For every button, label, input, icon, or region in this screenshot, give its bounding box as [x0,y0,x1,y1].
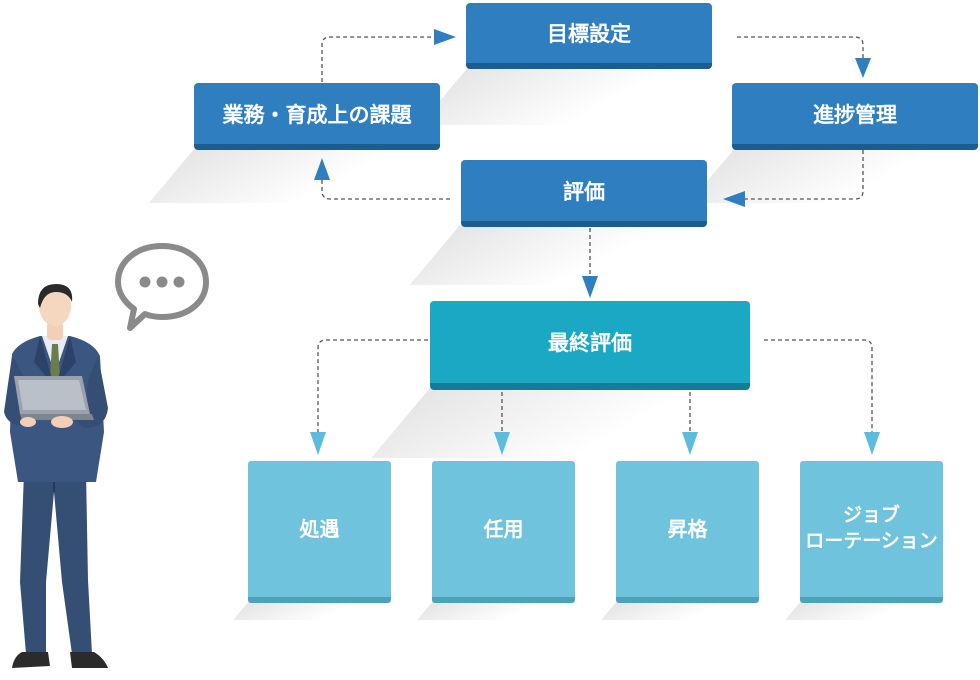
outcome-box-treatment: 処遇 [248,461,391,603]
issues-box: 業務・育成上の課題 [194,83,440,150]
final-evaluation-label: 最終評価 [548,331,632,355]
evaluation-box: 評価 [461,160,707,227]
outcome-box-promotion: 昇格 [616,461,759,603]
progress-management-label: 進捗管理 [813,102,897,127]
arrowhead-down-icon [682,432,698,455]
arrowhead-up-icon [314,158,330,180]
arrowhead-right-icon [434,29,456,45]
final-evaluation-box: 最終評価 [430,301,750,390]
connector-final-to-outcome-4 [764,339,873,432]
arrowhead-left-icon [723,191,745,207]
goal-setting-box: 目標設定 [466,3,712,69]
outcome-label: ジョブ ローテーション [805,504,938,552]
progress-management-box: 進捗管理 [732,83,978,150]
arrowhead-down-icon [855,58,871,78]
connector-issues-to-goal [321,36,440,82]
arrowhead-down-icon [494,432,510,455]
connector-progress-to-eval [745,150,864,200]
outcome-label: 昇格 [667,516,708,541]
arrowhead-down-icon [582,276,598,298]
goal-setting-label: 目標設定 [547,22,631,46]
evaluation-label: 評価 [563,179,605,204]
connector-eval-to-issues [321,180,450,200]
outcome-box-job-rotation: ジョブ ローテーション [800,461,943,603]
connector-goal-to-progress [737,36,864,60]
arrowhead-down-icon [864,432,880,455]
speech-bubble-icon [115,243,209,331]
outcome-label: 処遇 [299,516,340,541]
businessman-with-laptop [4,284,108,668]
connector-final-to-outcome-1 [317,339,428,432]
outcome-label: 任用 [483,516,524,541]
outcome-box-appointment: 任用 [432,461,575,603]
arrowhead-down-icon [310,432,326,455]
issues-label: 業務・育成上の課題 [222,102,412,127]
